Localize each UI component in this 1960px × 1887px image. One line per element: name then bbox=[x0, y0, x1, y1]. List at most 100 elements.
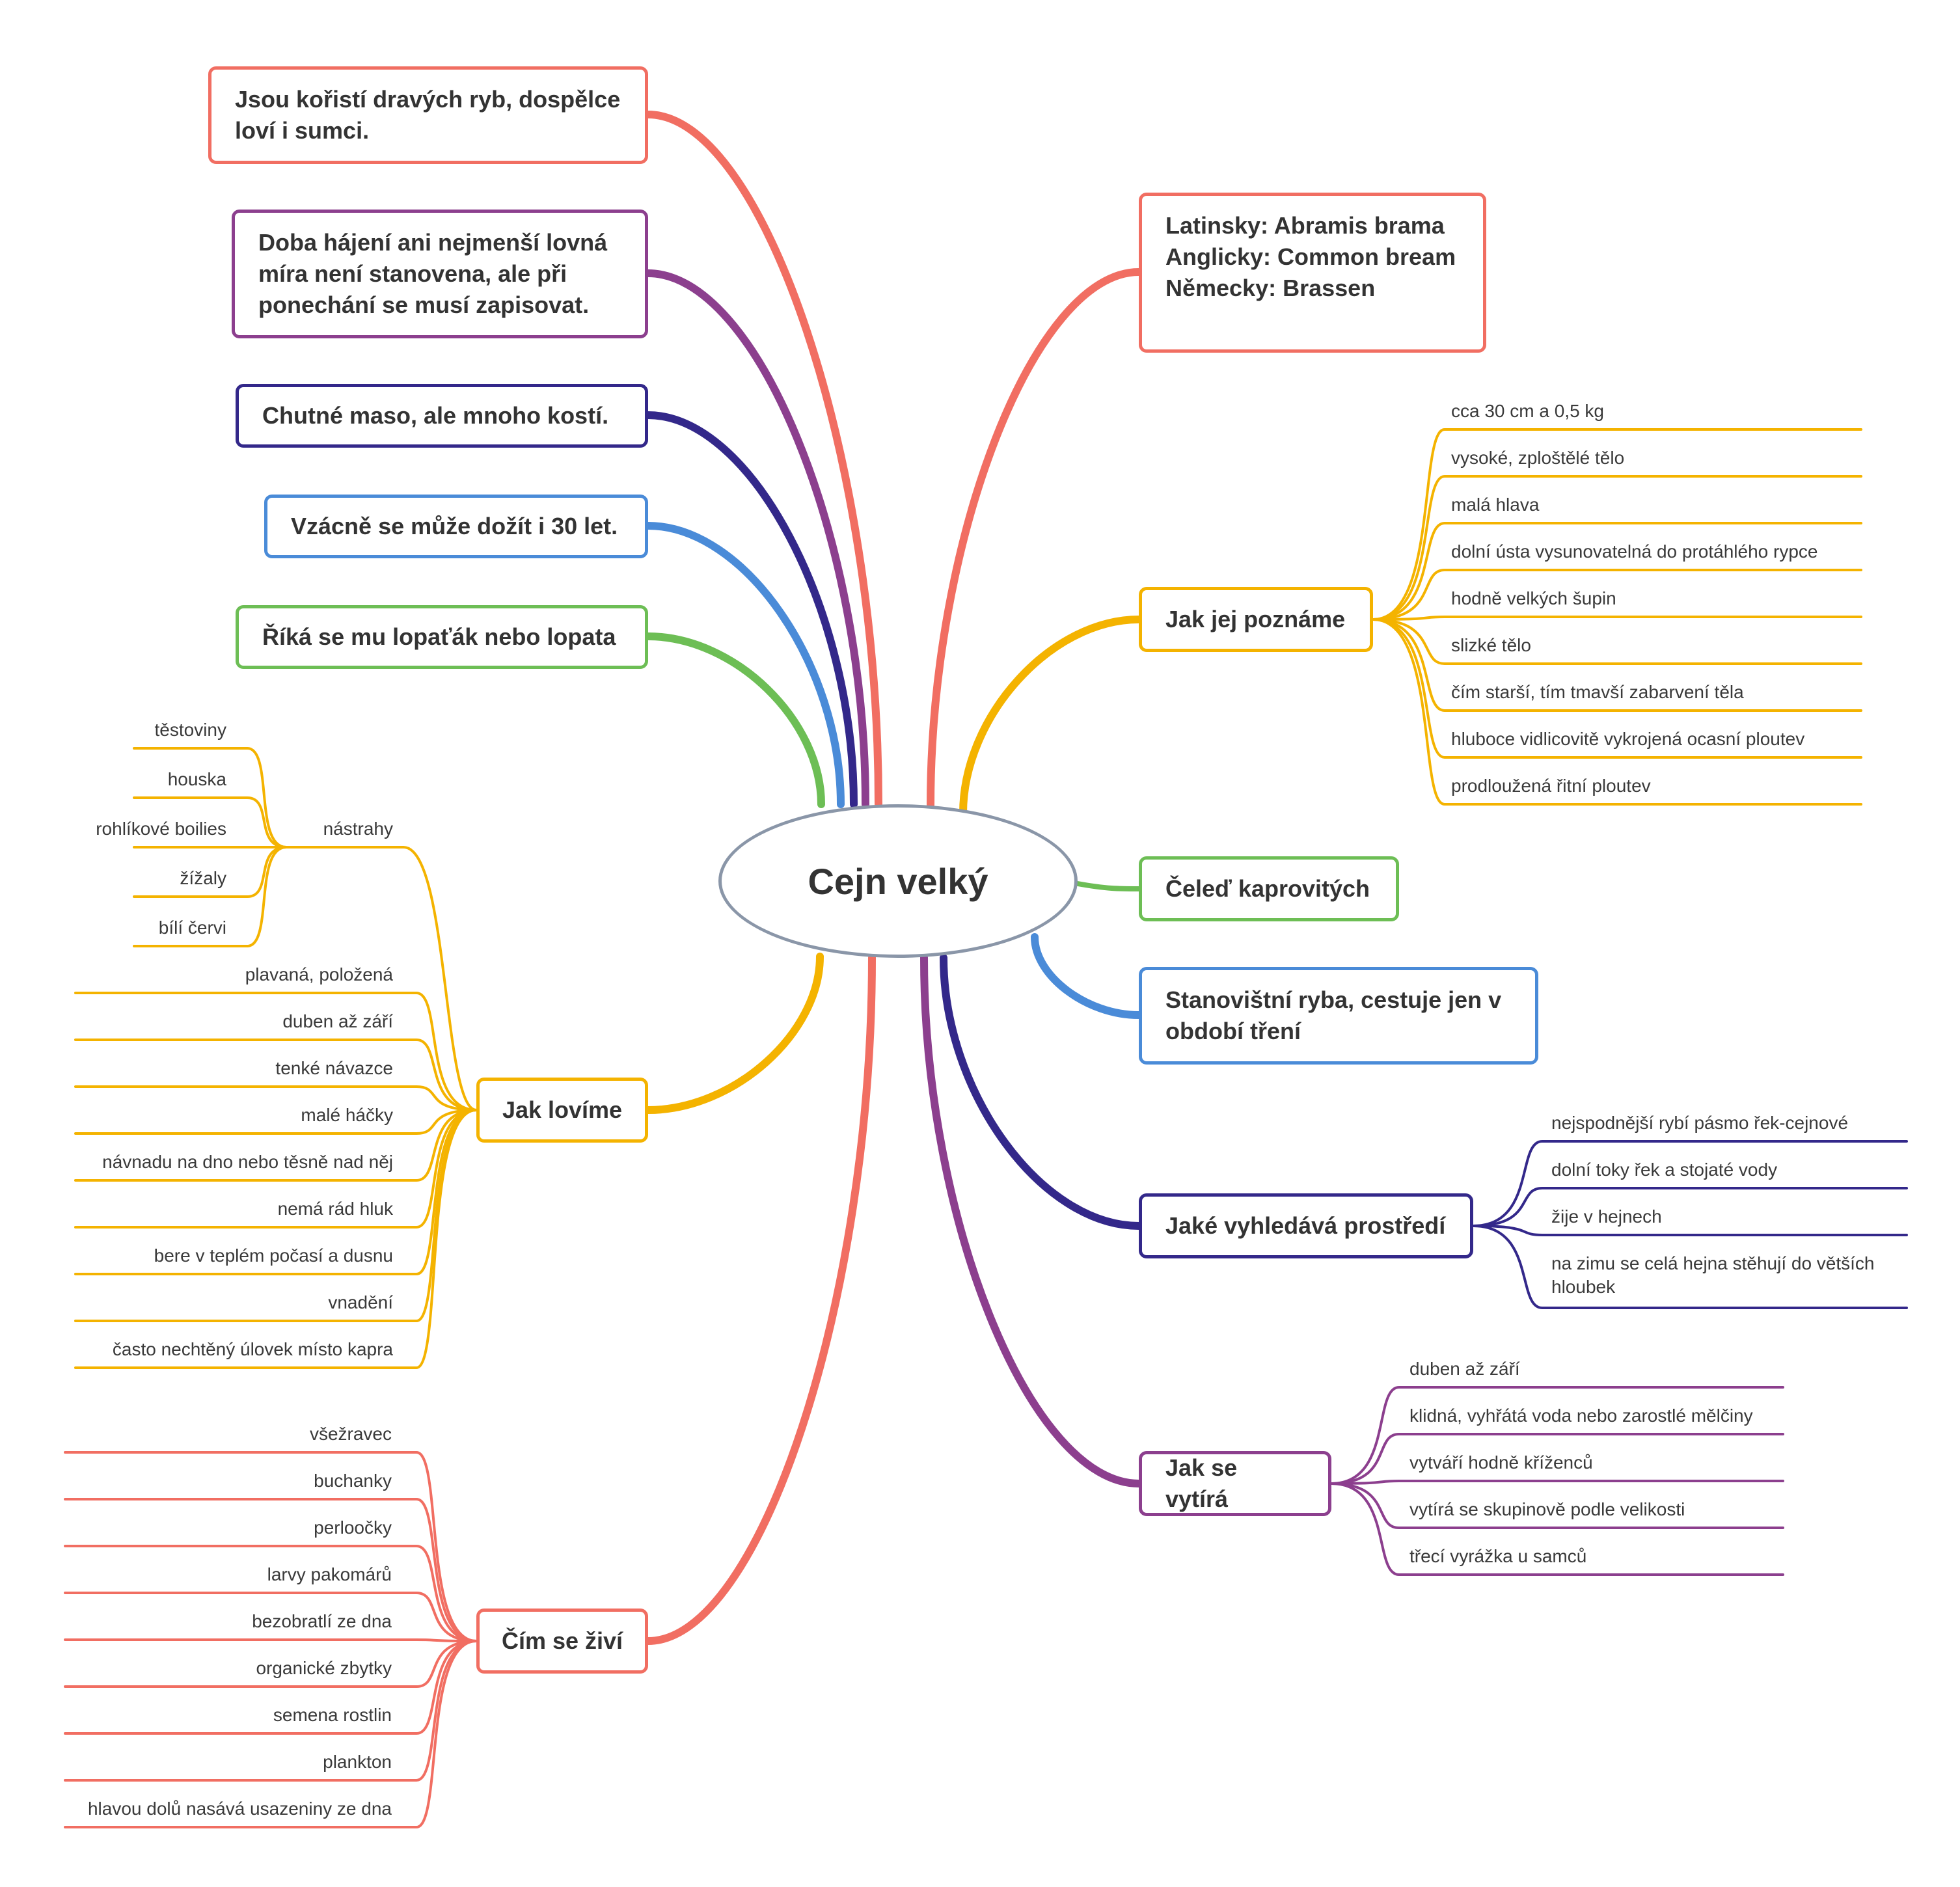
bait-item-connector bbox=[133, 846, 288, 898]
branch-lifespan bbox=[644, 522, 845, 808]
branch-environment bbox=[940, 954, 1143, 1230]
spawning-connector bbox=[1330, 1386, 1784, 1485]
branch-food bbox=[644, 954, 876, 1645]
spawning-connector bbox=[1330, 1433, 1784, 1485]
fishing-item: často nechtěný úlovek místo kapra bbox=[112, 1339, 393, 1359]
spawning-topic[interactable]: Jak se vytírá bbox=[1139, 1451, 1331, 1516]
bait-item: těstoviny bbox=[154, 720, 227, 740]
environment-item: na zimu se celá hejna stěhují do větších… bbox=[1551, 1253, 1875, 1297]
family-topic[interactable]: Čeleď kaprovitých bbox=[1139, 856, 1399, 921]
spawning-connector bbox=[1330, 1482, 1784, 1529]
branch-predators bbox=[644, 111, 882, 808]
food-item: všežravec bbox=[309, 1424, 392, 1444]
spawning-connector bbox=[1330, 1480, 1784, 1485]
spawning-item: duben až září bbox=[1409, 1359, 1520, 1379]
fishing-connector bbox=[74, 1109, 478, 1369]
bait-item: houska bbox=[167, 769, 226, 789]
bait-item: rohlíkové boilies bbox=[96, 819, 226, 839]
environment-connector bbox=[1472, 1225, 1908, 1236]
food-connector bbox=[64, 1638, 478, 1642]
food-connector bbox=[64, 1451, 478, 1642]
recognize-item: vysoké, zploštělé tělo bbox=[1451, 448, 1625, 468]
food-item: semena rostlin bbox=[273, 1705, 392, 1725]
recognize-item: hodně velkých šupin bbox=[1451, 588, 1616, 608]
fishing-connector bbox=[74, 992, 478, 1111]
spawning-item: třecí vyrážka u samců bbox=[1409, 1546, 1587, 1566]
fishing-topic[interactable]: Jak lovíme bbox=[476, 1078, 648, 1143]
bait-item: žížaly bbox=[180, 868, 226, 888]
bait-connector bbox=[272, 846, 478, 1111]
bait-item-connector bbox=[133, 747, 288, 848]
recognize-item: malá hlava bbox=[1451, 495, 1540, 515]
environment-connector bbox=[1472, 1187, 1908, 1227]
food-connector bbox=[64, 1545, 478, 1642]
food-item: plankton bbox=[323, 1752, 392, 1772]
recognize-connector bbox=[1372, 618, 1862, 806]
predators-note[interactable]: Jsou kořistí dravých ryb, dospělce loví … bbox=[208, 66, 648, 164]
fishing-item: malé háčky bbox=[301, 1105, 393, 1125]
protection-note[interactable]: Doba hájení ani nejmenší lovná míra není… bbox=[232, 210, 648, 338]
central-topic[interactable]: Cejn velký bbox=[718, 804, 1078, 958]
recognize-item: čím starší, tím tmavší zabarvení těla bbox=[1451, 682, 1744, 702]
recognize-connector bbox=[1372, 618, 1862, 759]
food-item: organické zbytky bbox=[256, 1658, 392, 1678]
meat-note[interactable]: Chutné maso, ale mnoho kostí. bbox=[236, 384, 648, 448]
recognize-connector bbox=[1372, 475, 1862, 621]
branch-stationary bbox=[1031, 933, 1143, 1019]
fishing-connector bbox=[74, 1039, 478, 1111]
food-connector bbox=[64, 1640, 478, 1735]
fishing-connector bbox=[74, 1085, 478, 1111]
bait-label: nástrahy bbox=[323, 819, 393, 839]
recognize-connector bbox=[1372, 569, 1862, 621]
recognize-connector bbox=[1372, 428, 1862, 621]
spawning-item: vytváří hodně kříženců bbox=[1409, 1452, 1593, 1473]
stationary-topic[interactable]: Stanovištní ryba, cestuje jen v období t… bbox=[1139, 967, 1538, 1065]
food-connector bbox=[64, 1498, 478, 1642]
environment-item: nejspodnější rybí pásmo řek-cejnové bbox=[1551, 1113, 1849, 1133]
branch-recognize bbox=[959, 616, 1143, 817]
food-connector bbox=[64, 1640, 478, 1782]
fishing-connector bbox=[74, 1109, 478, 1182]
food-item: bezobratlí ze dna bbox=[252, 1611, 392, 1631]
food-item: hlavou dolů nasává usazeniny ze dna bbox=[87, 1799, 392, 1819]
recognize-item: slizké tělo bbox=[1451, 635, 1531, 655]
recognize-item: dolní ústa vysunovatelná do protáhlého r… bbox=[1451, 541, 1818, 562]
nickname-note[interactable]: Říká se mu lopaťák nebo lopata bbox=[236, 605, 648, 669]
recognize-item: prodloužená řitní ploutev bbox=[1451, 776, 1651, 796]
branch-nickname bbox=[644, 632, 825, 808]
recognize-item: cca 30 cm a 0,5 kg bbox=[1451, 401, 1605, 421]
fishing-item: návnadu na dno nebo těsně nad něj bbox=[102, 1152, 393, 1172]
environment-item: dolní toky řek a stojaté vody bbox=[1551, 1160, 1778, 1180]
food-item: perloočky bbox=[314, 1517, 392, 1538]
lifespan-note[interactable]: Vzácně se může dožít i 30 let. bbox=[264, 495, 648, 558]
branch-names bbox=[927, 268, 1143, 809]
recognize-connector bbox=[1372, 618, 1862, 712]
bait-item-connector bbox=[133, 846, 288, 947]
recognize-topic[interactable]: Jak jej poznáme bbox=[1139, 587, 1373, 652]
branch-fishing bbox=[644, 953, 824, 1114]
branch-family bbox=[1075, 881, 1141, 891]
fishing-item: nemá rád hluk bbox=[277, 1199, 393, 1219]
recognize-item: hluboce vidlicovitě vykrojená ocasní plo… bbox=[1451, 729, 1805, 749]
food-connector bbox=[64, 1640, 478, 1828]
food-item: buchanky bbox=[314, 1471, 392, 1491]
names-box[interactable]: Latinsky: Abramis brama Anglicky: Common… bbox=[1139, 193, 1486, 353]
recognize-connector bbox=[1372, 616, 1862, 621]
fishing-item: vnadění bbox=[328, 1292, 393, 1312]
food-item: larvy pakomárů bbox=[267, 1564, 392, 1584]
spawning-item: vytírá se skupinově podle velikosti bbox=[1409, 1499, 1685, 1519]
food-connector bbox=[64, 1592, 478, 1642]
bait-item-connector bbox=[133, 796, 288, 848]
fishing-connector bbox=[74, 1109, 478, 1135]
recognize-connector bbox=[1372, 618, 1862, 665]
environment-item: žije v hejnech bbox=[1551, 1206, 1662, 1227]
environment-topic[interactable]: Jaké vyhledává prostředí bbox=[1139, 1193, 1473, 1258]
fishing-item: duben až září bbox=[282, 1011, 393, 1031]
branch-spawning bbox=[920, 954, 1143, 1487]
fishing-item: plavaná, položená bbox=[245, 964, 393, 984]
food-topic[interactable]: Čím se živí bbox=[476, 1609, 648, 1674]
fishing-item: tenké návazce bbox=[275, 1058, 393, 1078]
fishing-connector bbox=[74, 1109, 478, 1229]
spawning-item: klidná, vyhřátá voda nebo zarostlé mělči… bbox=[1409, 1405, 1753, 1426]
